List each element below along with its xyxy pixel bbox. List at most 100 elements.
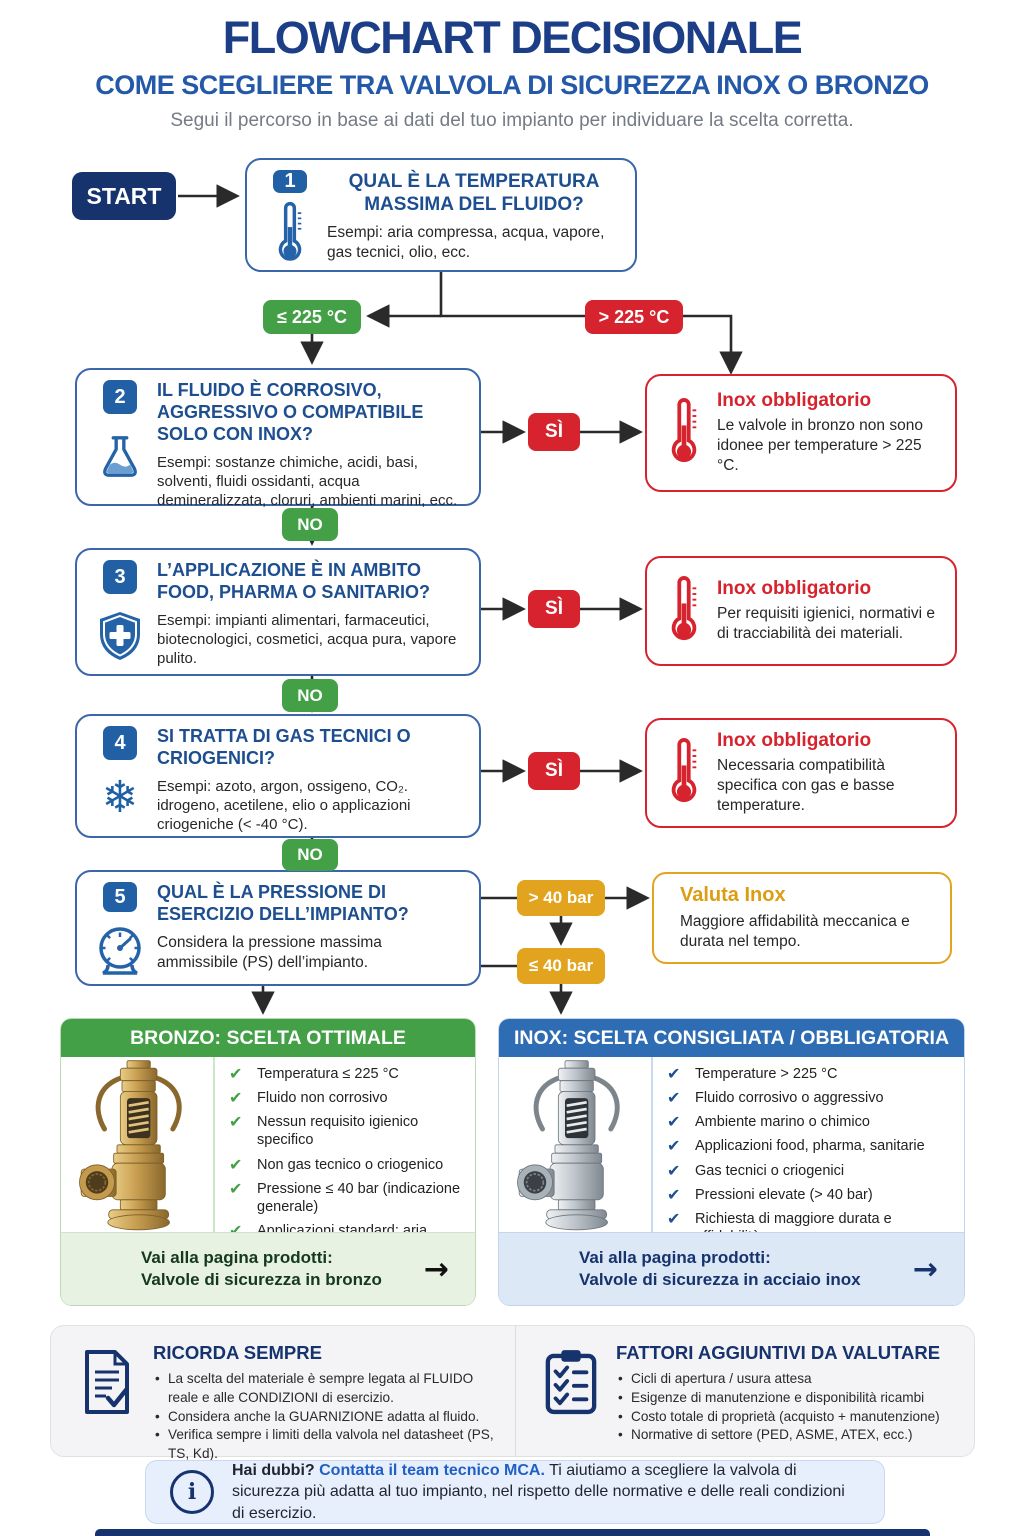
step-number-badge: 5 xyxy=(103,882,137,912)
outcome-box-3: Inox obbligatorio Necessaria compatibili… xyxy=(645,718,957,828)
bronze-cta[interactable]: Vai alla pagina prodotti: Valvole di sic… xyxy=(61,1232,475,1305)
fattori-title: FATTORI AGGIUNTIVI DA VALUTARE xyxy=(616,1342,941,1363)
cta-line2: Valvole di sicurezza in bronzo xyxy=(141,1270,382,1289)
question-box-5: 5 QUAL È LA PRESSIONE DI ESERCIZIO DELL’… xyxy=(75,870,481,986)
inox-valve-image xyxy=(499,1057,653,1235)
inox-checklist: Temperature > 225 °C Fluido corrosivo o a… xyxy=(653,1064,964,1245)
ricorda-title: RICORDA SEMPRE xyxy=(153,1342,322,1363)
no-pill-1: NO xyxy=(282,508,338,541)
inox-result-card: INOX: SCELTA CONSIGLIATA / OBBLIGATORIA xyxy=(498,1018,965,1306)
question-body: Esempi: aria compressa, acqua, vapore, g… xyxy=(327,224,605,262)
question-title: QUAL È LA PRESSIONE DI ESERCIZIO DELL’IM… xyxy=(157,882,409,924)
contact-suffix: Ti aiutiamo a scegliere la valvola di si… xyxy=(232,1461,845,1522)
outcome-box-1: Inox obbligatorio Le valvole in bronzo n… xyxy=(645,374,957,492)
bronze-checklist: Temperatura ≤ 225 °C Fluido non corrosivo… xyxy=(215,1064,475,1275)
fattori-section: FATTORI AGGIUNTIVI DA VALUTARE Cicli di … xyxy=(516,1326,952,1456)
gauge-icon xyxy=(94,920,146,976)
thermometer-icon xyxy=(667,574,701,648)
yes-pill-1: SÌ xyxy=(528,413,580,451)
inox-checklist-item: Ambiente marino o chimico xyxy=(667,1112,956,1132)
thermometer-icon xyxy=(667,736,701,810)
outcome-body: Le valvole in bronzo non sono idonee per… xyxy=(717,416,923,475)
branch-gt-40: > 40 bar xyxy=(517,880,605,916)
bronze-checklist-item: Non gas tecnico o criogenico xyxy=(229,1154,467,1174)
ricorda-section: RICORDA SEMPRE La scelta del materiale è… xyxy=(51,1326,516,1461)
contact-link[interactable]: Contatta il team tecnico MCA. xyxy=(319,1461,545,1479)
thermometer-icon xyxy=(667,396,701,470)
step-number-badge: 1 xyxy=(273,170,307,193)
valuta-title: Valuta Inox xyxy=(680,883,786,906)
outcome-title: Inox obbligatorio xyxy=(717,729,872,751)
inox-checklist-item: Gas tecnici o criogenici xyxy=(667,1160,956,1180)
inox-checklist-item: Fluido corrosivo o aggressivo xyxy=(667,1088,956,1108)
question-box-1: 1 QUAL È LA TEMPERATURA MASSIMA DEL FLUI… xyxy=(245,158,637,272)
bronze-valve-image xyxy=(61,1057,215,1235)
ricorda-bullet: La scelta del materiale è sempre legata … xyxy=(153,1370,503,1408)
clipboard-checklist-icon xyxy=(544,1348,598,1456)
arrow-right-icon xyxy=(424,1252,449,1287)
footer-strip xyxy=(95,1529,930,1536)
page-title: FLOWCHART DECISIONALE xyxy=(222,12,803,63)
bronze-checklist-item: Temperatura ≤ 225 °C xyxy=(229,1064,467,1084)
contact-text: Hai dubbi? Contatta il team tecnico MCA.… xyxy=(232,1460,860,1525)
step-number-badge: 4 xyxy=(103,726,137,760)
fattori-bullet: Costo totale di proprietà (acquisto + ma… xyxy=(616,1408,940,1427)
question-box-2: 2 IL FLUIDO È CORROSIVO, AGGRESSIVO O CO… xyxy=(75,368,481,509)
question-body: Esempi: impianti alimentari, farmaceutic… xyxy=(157,611,457,668)
bronze-card-header: BRONZO: SCELTA OTTIMALE xyxy=(61,1019,475,1057)
outcome-box-2: Inox obbligatorio Per requisiti igienici… xyxy=(645,556,957,666)
fattori-bullet: Cicli di apertura / usura attesa xyxy=(616,1370,940,1389)
yes-pill-2: SÌ xyxy=(528,590,580,628)
notes-panel: RICORDA SEMPRE La scelta del materiale è… xyxy=(50,1325,975,1461)
yes-pill-3: SÌ xyxy=(528,752,580,790)
contact-banner: i Hai dubbi? Contatta il team tecnico MC… xyxy=(145,1460,885,1524)
inox-checklist-item: Applicazioni food, pharma, sanitarie xyxy=(667,1136,956,1156)
snowflake-icon xyxy=(102,776,139,820)
bronze-checklist-item: Fluido non corrosivo xyxy=(229,1088,467,1108)
outcome-body: Necessaria compatibilità specifica con g… xyxy=(717,756,895,815)
bronze-checklist-item: Nessun requisito igienico specifico xyxy=(229,1112,467,1149)
question-title: IL FLUIDO È CORROSIVO, AGGRESSIVO O COMP… xyxy=(157,380,424,444)
step-number-badge: 2 xyxy=(103,380,137,414)
arrow-right-icon xyxy=(913,1252,938,1287)
thermometer-icon xyxy=(274,201,306,267)
inox-checklist-item: Pressioni elevate (> 40 bar) xyxy=(667,1185,956,1205)
no-pill-2: NO xyxy=(282,679,338,712)
flask-icon xyxy=(97,422,143,480)
shield-cross-icon xyxy=(96,602,144,662)
outcome-body: Per requisiti igienici, normativi e di t… xyxy=(717,604,935,642)
ricorda-bullet: Verifica sempre i limiti della valvola n… xyxy=(153,1426,503,1464)
question-box-4: 4 SI TRATTA DI GAS TECNICI O CRIOGENICI?… xyxy=(75,714,481,838)
branch-le-40: ≤ 40 bar xyxy=(517,948,605,984)
cta-line1: Vai alla pagina prodotti: xyxy=(141,1247,333,1267)
question-body: Esempi: sostanze chimiche, acidi, basi, … xyxy=(157,453,458,510)
branch-gt-225: > 225 °C xyxy=(585,300,683,334)
question-title: L’APPLICAZIONE È IN AMBITO FOOD, PHARMA … xyxy=(157,560,430,602)
cta-line1: Vai alla pagina prodotti: xyxy=(579,1247,771,1267)
valuta-inox-box: Valuta Inox Maggiore affidabilità meccan… xyxy=(652,872,952,964)
start-node: START xyxy=(72,172,176,220)
inox-card-header: INOX: SCELTA CONSIGLIATA / OBBLIGATORIA xyxy=(499,1019,964,1057)
question-title: SI TRATTA DI GAS TECNICI O CRIOGENICI? xyxy=(157,726,411,768)
page-subtitle: COME SCEGLIERE TRA VALVOLA DI SICUREZZA … xyxy=(95,70,929,100)
outcome-title: Inox obbligatorio xyxy=(717,577,872,599)
bronze-checklist-item: Pressione ≤ 40 bar (indicazione generale… xyxy=(229,1179,467,1216)
fattori-bullet: Normative di settore (PED, ASME, ATEX, e… xyxy=(616,1426,940,1445)
bronze-result-card: BRONZO: SCELTA OTTIMALE xyxy=(60,1018,476,1306)
valuta-body: Maggiore affidabilità meccanica e durata… xyxy=(680,912,910,950)
cta-line2: Valvole di sicurezza in acciaio inox xyxy=(579,1270,861,1289)
question-body: Esempi: azoto, argon, ossigeno, CO₂. idr… xyxy=(157,777,411,834)
question-title: QUAL È LA TEMPERATURA MASSIMA DEL FLUIDO… xyxy=(348,171,600,216)
question-box-3: 3 L’APPLICAZIONE È IN AMBITO FOOD, PHARM… xyxy=(75,548,481,676)
step-number-badge: 3 xyxy=(103,560,137,594)
ricorda-bullets: La scelta del materiale è sempre legata … xyxy=(153,1370,503,1464)
document-check-icon xyxy=(79,1348,135,1456)
info-icon: i xyxy=(170,1470,214,1514)
question-body: Considera la pressione massima ammissibi… xyxy=(157,933,382,971)
no-pill-3: NO xyxy=(282,839,338,871)
branch-le-225: ≤ 225 °C xyxy=(263,300,361,334)
inox-cta[interactable]: Vai alla pagina prodotti: Valvole di sic… xyxy=(499,1232,964,1305)
page-tagline: Segui il percorso in base ai dati del tu… xyxy=(170,110,854,131)
inox-checklist-item: Temperature > 225 °C xyxy=(667,1064,956,1084)
